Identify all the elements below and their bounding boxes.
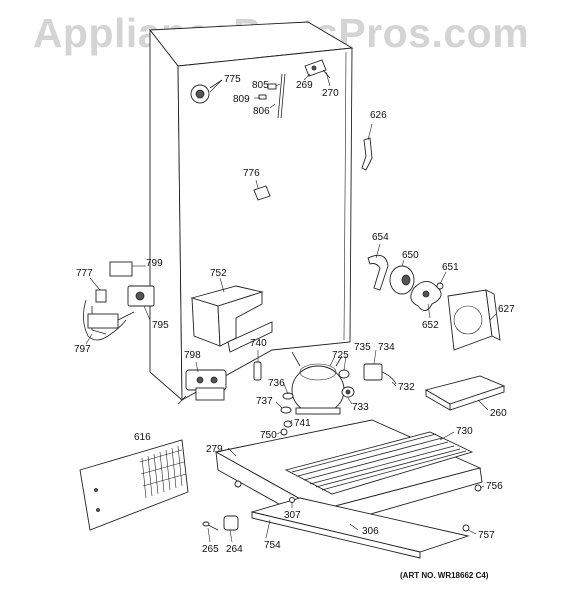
label-307: 307: [284, 510, 301, 521]
grille-vents: [139, 445, 187, 499]
leader-lines: [85, 71, 497, 543]
label-795: 795: [152, 320, 169, 331]
part-752[interactable]: [190, 285, 273, 353]
condenser-coil[interactable]: [284, 431, 474, 495]
label-776: 776: [243, 168, 260, 179]
part-labels: 775 805 809 806 269 270 626 776 654 650 …: [74, 74, 515, 580]
label-269: 269: [296, 80, 313, 91]
label-626: 626: [370, 110, 387, 121]
label-279: 279: [206, 444, 223, 455]
label-737: 737: [256, 396, 273, 407]
part-626[interactable]: [361, 137, 373, 171]
coil-tubes: [291, 433, 467, 491]
label-741: 741: [294, 418, 311, 429]
compressor[interactable]: [291, 351, 345, 415]
label-725: 725: [332, 350, 349, 361]
fan-assembly[interactable]: [367, 254, 444, 311]
art-number: (ART NO. WR18662 C4): [400, 571, 489, 580]
parts-735-733[interactable]: [338, 369, 355, 398]
label-265: 265: [202, 544, 219, 555]
label-809: 809: [233, 94, 250, 105]
relay[interactable]: [363, 363, 397, 385]
part-798[interactable]: [177, 369, 227, 405]
label-797: 797: [74, 344, 91, 355]
drain-pan[interactable]: [424, 375, 506, 411]
label-650: 650: [402, 250, 419, 261]
label-654: 654: [372, 232, 389, 243]
label-798: 798: [184, 350, 201, 361]
fan-shroud[interactable]: [447, 289, 501, 351]
label-750: 750: [260, 430, 277, 441]
part-775[interactable]: [190, 79, 223, 104]
base-plate[interactable]: [250, 497, 470, 559]
label-730: 730: [456, 426, 473, 437]
label-735: 735: [354, 342, 371, 353]
label-732: 732: [398, 382, 415, 393]
label-740: 740: [250, 338, 267, 349]
label-757: 757: [478, 530, 495, 541]
screws[interactable]: [234, 428, 482, 532]
label-756: 756: [486, 481, 503, 492]
valve-assembly[interactable]: [83, 261, 155, 341]
part-776[interactable]: [253, 185, 271, 201]
roller-and-screw[interactable]: [202, 515, 239, 531]
label-733: 733: [352, 402, 369, 413]
label-652: 652: [422, 320, 439, 331]
label-805: 805: [252, 80, 269, 91]
label-651: 651: [442, 262, 459, 273]
label-616: 616: [134, 432, 151, 443]
label-306: 306: [362, 526, 379, 537]
part-740[interactable]: [253, 361, 262, 381]
label-806: 806: [253, 106, 270, 117]
label-264: 264: [226, 544, 243, 555]
label-736: 736: [268, 378, 285, 389]
label-799: 799: [146, 258, 163, 269]
label-627: 627: [498, 304, 515, 315]
label-270: 270: [322, 88, 339, 99]
grommets[interactable]: [280, 392, 294, 428]
label-777: 777: [76, 268, 93, 279]
parts-805-809-806[interactable]: [258, 73, 286, 119]
grille-panel[interactable]: [79, 439, 189, 531]
label-775: 775: [224, 74, 241, 85]
label-260: 260: [490, 408, 507, 419]
label-752: 752: [210, 268, 227, 279]
label-754: 754: [264, 540, 281, 551]
label-734: 734: [378, 342, 395, 353]
